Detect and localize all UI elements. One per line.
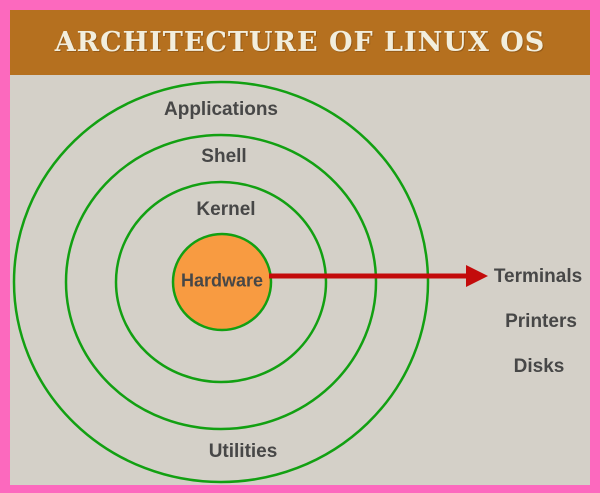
ring-applications-circle (12, 80, 430, 484)
ring-label-utilities: Utilities (208, 441, 278, 462)
hardware-core-circle (171, 232, 273, 332)
page-title: ARCHITECTURE OF LINUX OS (54, 27, 546, 58)
ring-label-shell: Shell (201, 146, 247, 167)
device-label-disks: Disks (513, 356, 565, 377)
diagram-canvas (12, 80, 488, 484)
ring-kernel-circle (114, 180, 328, 384)
ring-shell-circle (64, 133, 378, 431)
ring-label-kernel: Kernel (196, 199, 256, 220)
device-label-printers: Printers (505, 311, 577, 332)
header-band: ARCHITECTURE OF LINUX OS (10, 10, 590, 75)
hardware-to-devices-arrowhead (466, 265, 488, 287)
device-label-terminals: Terminals (493, 266, 583, 287)
ring-label-applications: Applications (163, 99, 279, 120)
hardware-core-label: Hardware (180, 270, 264, 291)
linux-architecture-diagram: Applications Shell Kernel Hardware Utili… (10, 75, 590, 485)
